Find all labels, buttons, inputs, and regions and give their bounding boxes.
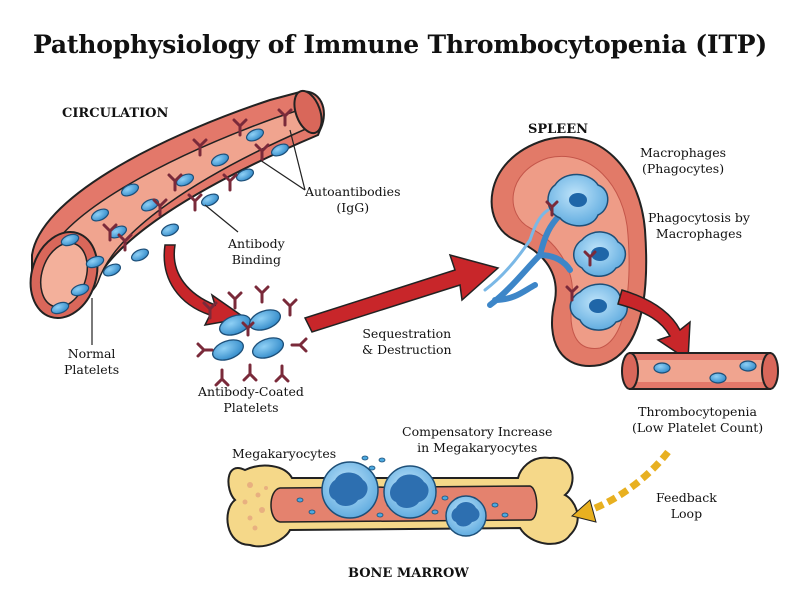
blood-vessel	[29, 89, 325, 319]
arrow-to-thrombocytopenia	[617, 289, 691, 362]
arrow-to-spleen	[303, 253, 500, 333]
diagram-title: Pathophysiology of Immune Thrombocytopen…	[32, 30, 768, 59]
section-spleen: SPLEEN	[528, 122, 589, 137]
label-autoantibodies: Autoantibodies(IgG)	[305, 184, 401, 215]
antibody-coated-platelets	[196, 285, 308, 387]
label-sequestration: Sequestration& Destruction	[362, 326, 452, 357]
section-circulation: CIRCULATION	[62, 106, 169, 121]
label-thrombocytopenia: Thrombocytopenia(Low Platelet Count)	[632, 404, 764, 435]
macrophages	[545, 173, 628, 331]
label-macrophages: Macrophages(Phagocytes)	[640, 145, 727, 176]
thrombocytopenia-vessel	[621, 352, 779, 390]
normal-platelets	[50, 128, 290, 315]
megakaryocytes	[321, 461, 487, 537]
section-bone-marrow: BONE MARROW	[348, 566, 469, 581]
label-megakaryocytes: Megakaryocytes	[232, 446, 337, 461]
feedback-arrow	[570, 449, 671, 523]
autoantibodies	[102, 108, 293, 252]
